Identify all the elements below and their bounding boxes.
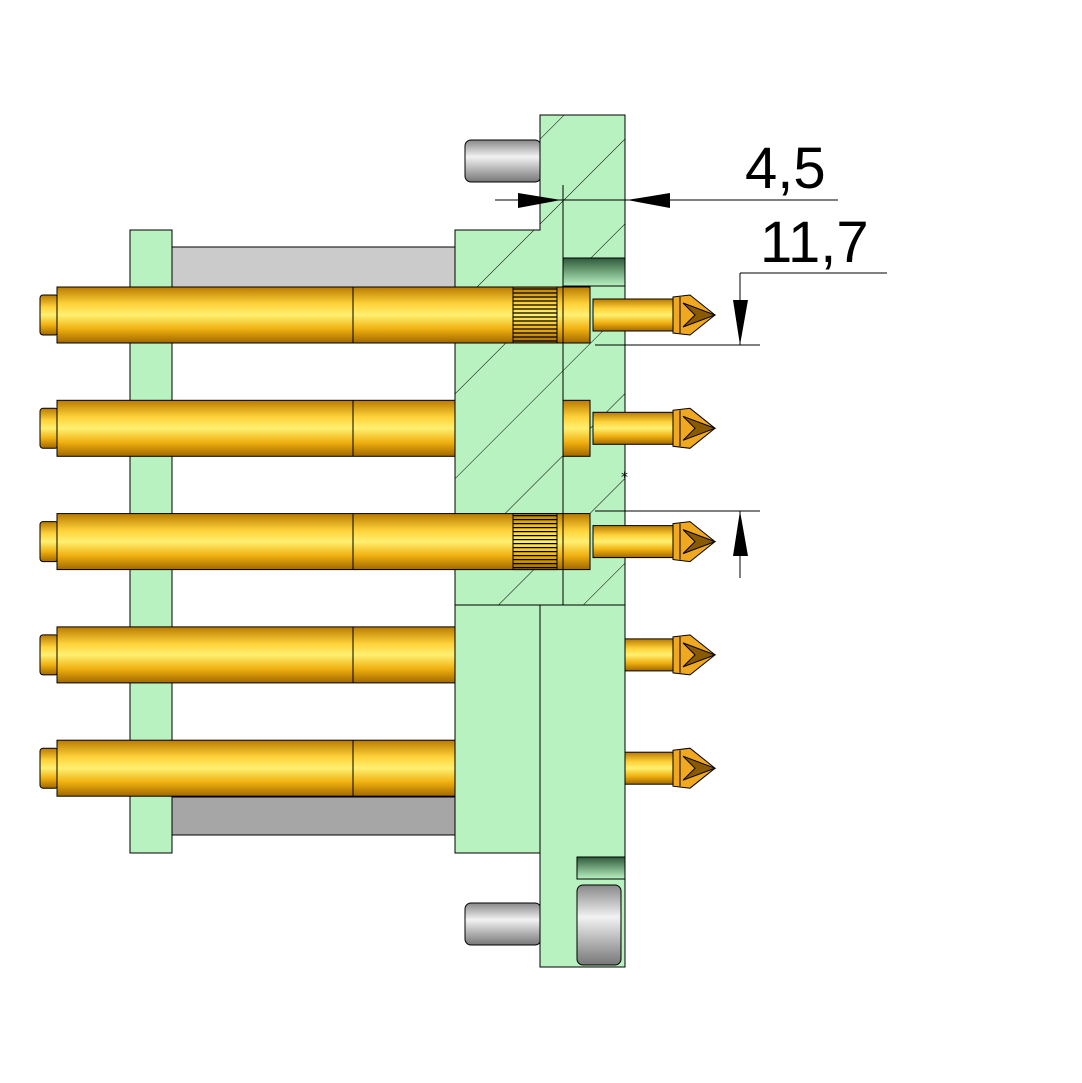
pin-tail [39,294,59,336]
hatched-section [454,114,626,606]
press-fit-knurl [512,286,558,344]
pin-plunger [624,751,674,785]
origin-marker: * [621,470,628,486]
crown-tip-icon [672,747,717,789]
pin-plunger [624,638,674,672]
crown-tip-icon [672,407,717,449]
cap-screw-head [576,884,622,966]
pin-tail [39,521,59,563]
standoff-bottom [171,796,456,836]
dimension-label-4-5: 4,5 [745,136,826,201]
counterbore [576,856,626,880]
arrow-left-icon [627,193,670,208]
pin-tail [39,407,59,449]
screw-top [464,139,542,183]
pin-tail [39,634,59,676]
crown-tip-icon [672,521,717,563]
pogo-pin [39,626,717,684]
pin-barrel [56,399,456,457]
arrow-up-icon [733,511,748,556]
arrow-down-icon [733,300,748,345]
crown-tip-icon [672,634,717,676]
dimension-horizontal: 4,5 [495,136,838,208]
pin-tail [39,747,59,789]
crown-tip-icon [672,294,717,336]
pin-plunger [592,411,674,445]
arrow-right-icon [518,193,561,208]
pogo-pin [39,399,717,457]
pin-barrel [56,286,591,344]
pogo-pin [39,513,717,571]
screw-bottom [464,902,542,946]
standoff-top [171,246,456,288]
press-fit-knurl [512,513,558,571]
pin-plunger [592,298,674,332]
pins [39,286,717,797]
pin-barrel [56,626,456,684]
pogo-pin [39,286,717,344]
section-pocket [562,257,626,287]
dimension-label-11-7: 11,7 [760,210,869,275]
dimension-vertical: 11,7 [595,210,887,578]
middle-block-lower [454,604,541,854]
pin-barrel [56,513,591,571]
pogo-pin [39,739,717,797]
pin-collar [562,399,591,457]
pin-barrel [56,739,456,797]
pin-plunger [592,525,674,559]
